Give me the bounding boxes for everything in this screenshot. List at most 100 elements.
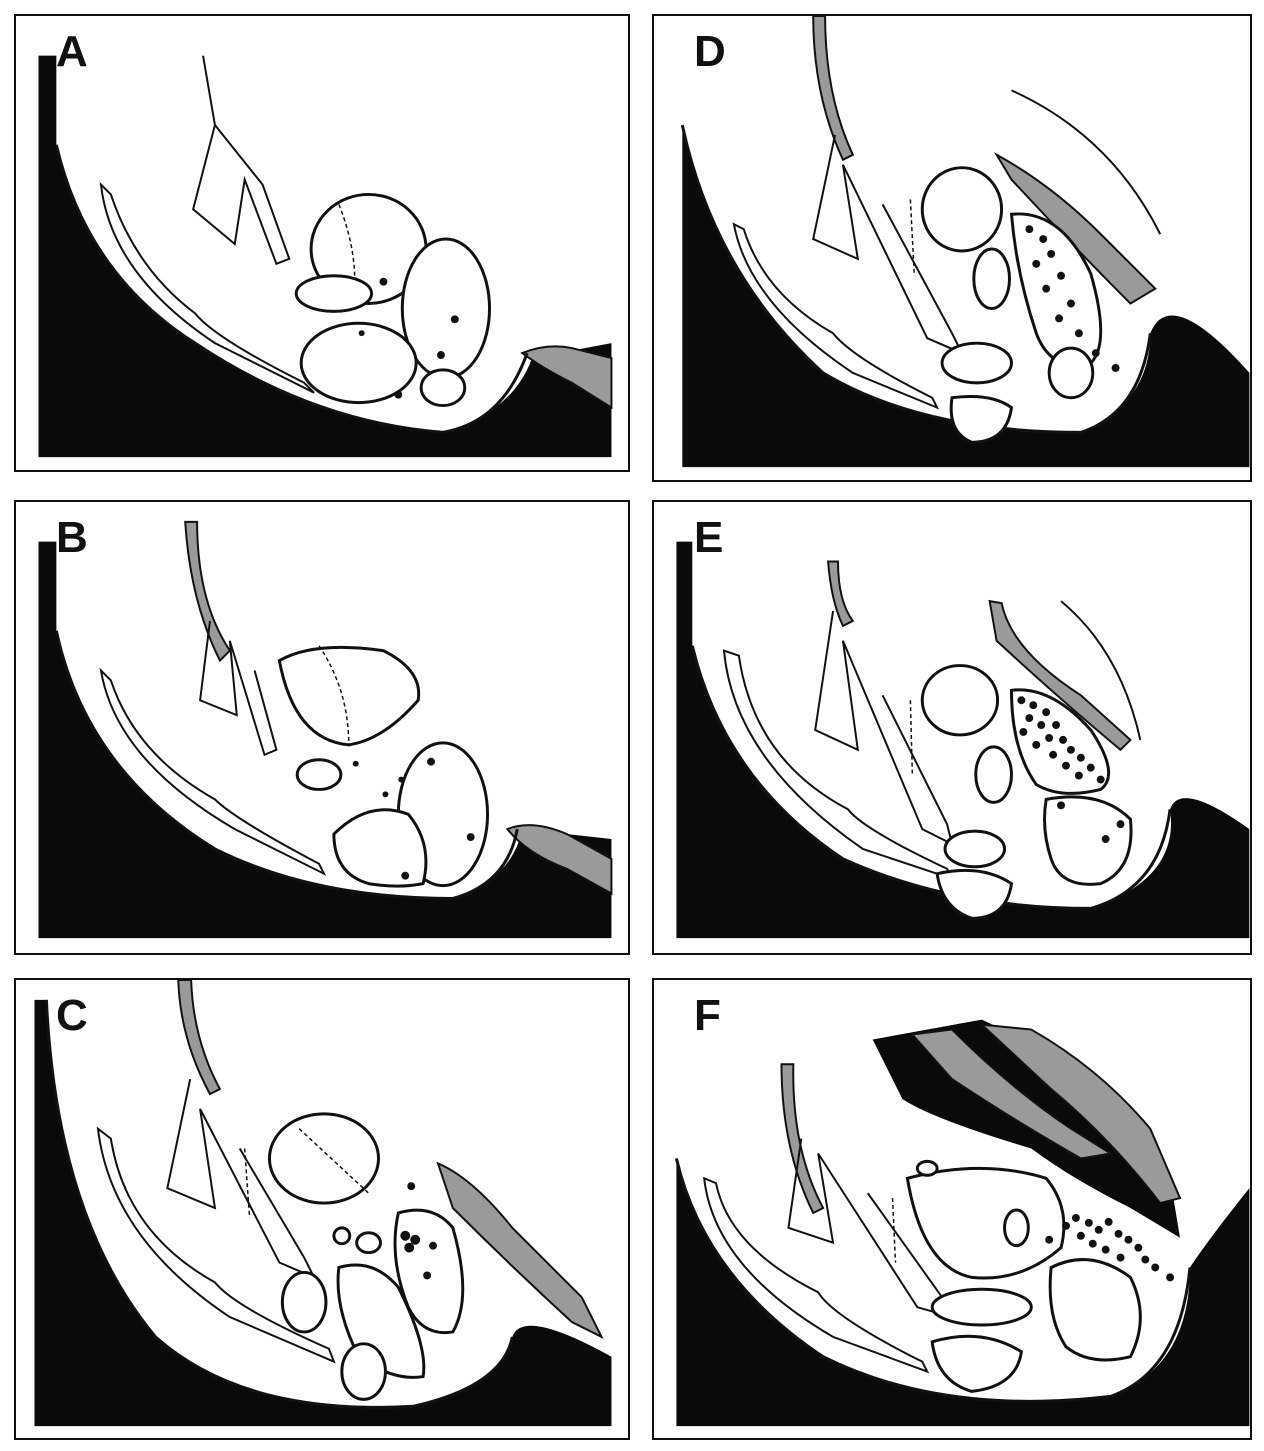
marker-dot [1019, 728, 1027, 736]
marker-dot [1077, 1232, 1085, 1240]
marker-dot [451, 315, 459, 323]
marker-dot [401, 872, 409, 880]
bone-6 [282, 1272, 326, 1331]
marker-dot [1042, 285, 1050, 293]
marker-dot [410, 1235, 420, 1245]
marker-dot [1032, 741, 1040, 749]
marker-dot [437, 351, 445, 359]
panel-b: B [14, 500, 630, 955]
bone-6 [932, 1336, 1021, 1391]
bone-4 [301, 323, 416, 402]
marker-dot [1037, 721, 1045, 729]
bone-1 [907, 1168, 1063, 1278]
marker-dot [1112, 364, 1120, 372]
marker-dot [1029, 701, 1037, 709]
marker-dot [1045, 1236, 1053, 1244]
bone-3 [976, 747, 1012, 803]
bone-5 [932, 1289, 1031, 1325]
marker-dot [359, 330, 365, 336]
marker-dot [400, 1231, 410, 1241]
bone-3 [334, 1228, 350, 1244]
panel-a-drawing [16, 16, 628, 470]
marker-dot [1057, 272, 1065, 280]
marker-dot [1055, 314, 1063, 322]
marker-dot [1117, 1254, 1125, 1262]
marker-dot [394, 391, 402, 399]
marker-dot [382, 791, 388, 797]
bone-1 [269, 1114, 378, 1203]
marker-dot [1097, 776, 1105, 784]
panel-e: E [652, 500, 1252, 955]
bone-4 [942, 343, 1011, 383]
panel-c: C [14, 978, 630, 1440]
tendon-divider [910, 199, 914, 275]
bone-4 [1050, 1260, 1140, 1360]
upper-tendon [815, 611, 952, 844]
marker-dot [1067, 300, 1075, 308]
panel-label: C [56, 994, 88, 1038]
marker-dot [1062, 762, 1070, 770]
marker-dot [1047, 250, 1055, 258]
marker-dot [1075, 772, 1083, 780]
tendon-divider [910, 700, 912, 774]
marker-dot [379, 278, 387, 286]
marker-dot [1085, 1219, 1093, 1227]
marker-dot [423, 1271, 431, 1279]
outer-curve [1011, 90, 1160, 234]
panel-label: E [694, 516, 723, 560]
marker-dot [1025, 714, 1033, 722]
marker-dot [1087, 764, 1095, 772]
panel-e-drawing [654, 502, 1250, 953]
bone-5 [421, 370, 465, 406]
bone-1 [279, 647, 418, 744]
marker-dot [1059, 736, 1067, 744]
panel-c-drawing [16, 980, 628, 1438]
bone-3 [297, 760, 341, 790]
marker-dot [1062, 1222, 1070, 1230]
marker-dot [1045, 734, 1053, 742]
marker-dot [1089, 1240, 1097, 1248]
stippled-tissue [178, 980, 220, 1094]
stippled-tissue [781, 1064, 823, 1213]
bone-5 [1049, 348, 1093, 398]
bone-3 [296, 276, 371, 312]
marker-dot [427, 758, 435, 766]
marker-dot [1141, 1256, 1149, 1264]
bone-5 [1045, 797, 1132, 884]
marker-dot [404, 1243, 414, 1253]
marker-dot [1075, 329, 1083, 337]
marker-dot [1095, 1226, 1103, 1234]
marker-dot [1017, 696, 1025, 704]
marker-dot [1105, 1218, 1113, 1226]
panel-label: B [56, 516, 88, 560]
marker-dot [1067, 746, 1075, 754]
panel-d-drawing [654, 16, 1250, 480]
panel-a: A [14, 14, 630, 472]
upper-tendon [193, 56, 289, 264]
tissue-region [35, 1000, 612, 1426]
bone-2 [917, 1161, 937, 1175]
marker-dot [1057, 801, 1065, 809]
panel-d: D [652, 14, 1252, 482]
marker-dot [1134, 1244, 1142, 1252]
panel-label: F [694, 994, 721, 1038]
marker-dot [1072, 1214, 1080, 1222]
bone-7 [342, 1344, 386, 1400]
bone-3 [1005, 1210, 1029, 1246]
marker-dot [407, 1182, 415, 1190]
marker-dot [353, 761, 359, 767]
panel-f: F [652, 978, 1252, 1440]
marker-dot [467, 833, 475, 841]
stippled-tissue [438, 1163, 602, 1336]
marker-dot [1124, 1236, 1132, 1244]
marker-dot [1049, 751, 1057, 759]
marker-dot [1039, 235, 1047, 243]
marker-dot [1052, 721, 1060, 729]
marker-dot [1117, 820, 1125, 828]
marker-dot [429, 1242, 437, 1250]
marker-dot [1077, 754, 1085, 762]
marker-dot [1166, 1273, 1174, 1281]
bone-1 [922, 168, 1001, 251]
panel-b-drawing [16, 502, 628, 953]
tendon-divider [245, 1149, 250, 1218]
